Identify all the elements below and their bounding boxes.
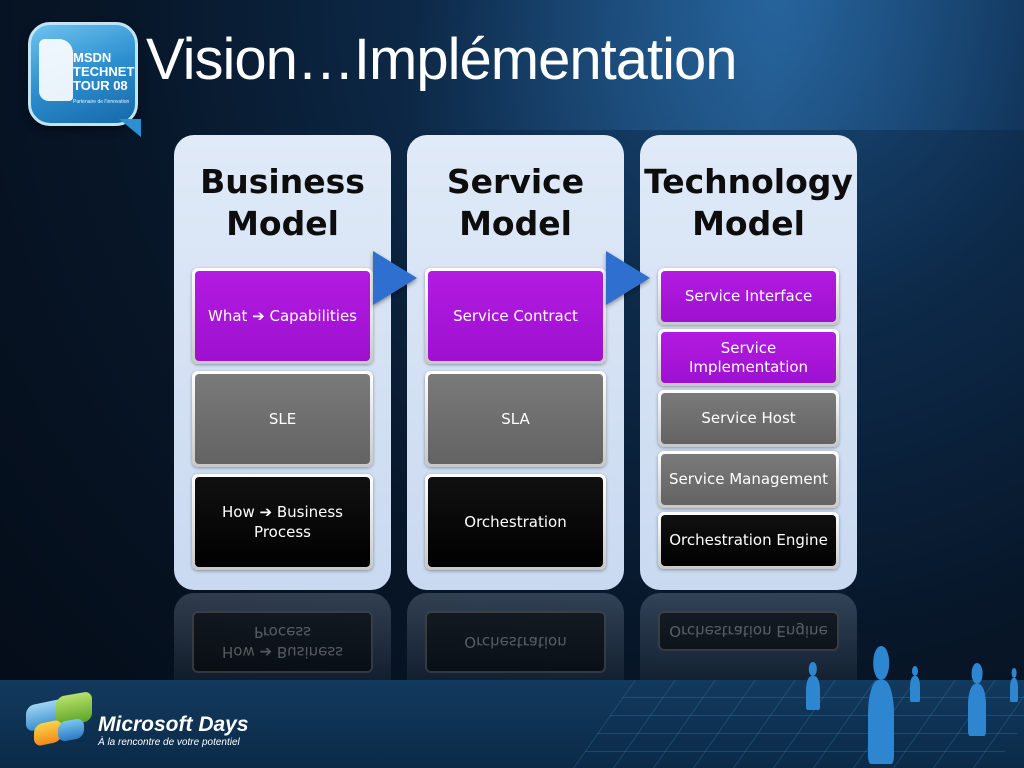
footer-grid — [573, 680, 1024, 768]
header-glow — [0, 0, 1024, 130]
right-arrow-icon — [373, 251, 417, 305]
column-title: Business Model — [174, 161, 391, 245]
reflection-box: Orchestration — [425, 611, 606, 673]
slide-title: Vision…Implémentation — [146, 27, 737, 92]
person-silhouette — [806, 676, 820, 710]
box-how-business-process: How ➔ Business Process — [192, 474, 373, 570]
box-orchestration-engine: Orchestration Engine — [658, 512, 839, 569]
column-title-line: Service — [446, 162, 585, 201]
box-label: Service Contract — [428, 271, 603, 361]
box-label: SLA — [428, 374, 603, 464]
reflection-box: Orchestration Engine — [658, 611, 839, 651]
box-sla: SLA — [425, 371, 606, 467]
column-title: Service Model — [407, 161, 624, 245]
box-service-host: Service Host — [658, 390, 839, 447]
box-service-contract: Service Contract — [425, 268, 606, 364]
box-label: What ➔ Capabilities — [195, 271, 370, 361]
service-model-column: Service Model Service Contract SLA Orche… — [407, 135, 624, 590]
business-model-column: Business Model What ➔ Capabilities SLE H… — [174, 135, 391, 590]
box-label: Service Interface — [661, 271, 836, 322]
person-silhouette — [1010, 678, 1018, 702]
logo-line-2: TECHNET — [73, 64, 135, 79]
microsoft-days-brand: Microsoft Days — [98, 713, 249, 736]
person-silhouette — [868, 680, 894, 764]
box-sle: SLE — [192, 371, 373, 467]
france-map-icon — [39, 39, 73, 101]
box-label: Service Management — [661, 454, 836, 505]
logo-pane-lightblue — [58, 717, 84, 743]
box-label: Service Host — [661, 393, 836, 444]
box-orchestration: Orchestration — [425, 474, 606, 570]
logo-line-3: TOUR 08 — [73, 78, 128, 93]
msdn-technet-tour-logo: MSDN TECHNET TOUR 08 Partenaire de l'inn… — [28, 22, 141, 137]
box-label: Orchestration — [428, 477, 603, 567]
box-label: SLE — [195, 374, 370, 464]
box-label: Service Implementation — [661, 332, 836, 383]
box-service-implementation: Service Implementation — [658, 329, 839, 386]
column-title-line: Technology — [644, 162, 853, 201]
right-arrow-icon — [606, 251, 650, 305]
person-silhouette — [968, 684, 986, 736]
column-title-line: Model — [226, 204, 339, 243]
footer-bar — [0, 680, 1024, 768]
box-service-management: Service Management — [658, 451, 839, 508]
microsoft-days-logo — [26, 690, 94, 747]
reflection-box: How ➔ Business Process — [192, 611, 373, 673]
column-title: Technology Model — [640, 161, 857, 245]
box-service-interface: Service Interface — [658, 268, 839, 325]
logo-line-1: MSDN — [73, 50, 112, 65]
logo-text: MSDN TECHNET TOUR 08 — [73, 51, 135, 93]
box-label: Orchestration Engine — [661, 515, 836, 566]
column-title-line: Business — [200, 162, 365, 201]
box-what-capabilities: What ➔ Capabilities — [192, 268, 373, 364]
column-title-line: Model — [692, 204, 805, 243]
technology-model-column: Technology Model Service Interface Servi… — [640, 135, 857, 590]
column-title-line: Model — [459, 204, 572, 243]
logo-tagline: Partenaire de l'innovation — [73, 99, 130, 105]
person-silhouette — [910, 676, 920, 702]
box-label: How ➔ Business Process — [195, 477, 370, 567]
microsoft-days-tagline: À la rencontre de votre potentiel — [98, 737, 240, 748]
